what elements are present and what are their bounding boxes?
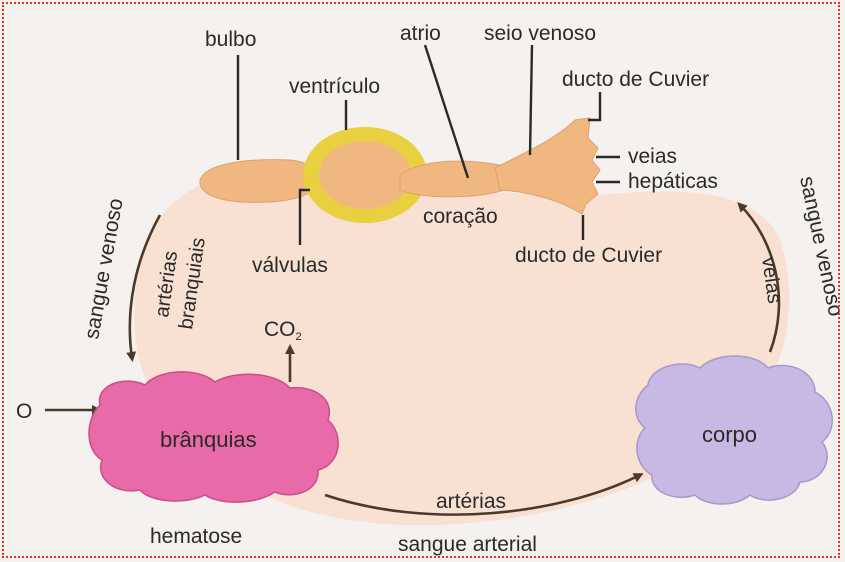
ventriculo-label: ventrículo bbox=[289, 75, 380, 98]
ventricle-shape bbox=[319, 141, 411, 209]
ducto-cuvier-bottom-label: ducto de Cuvier bbox=[515, 244, 662, 267]
corpo-label: corpo bbox=[702, 422, 757, 447]
hepaticas-label: hepáticas bbox=[628, 170, 718, 193]
atrio-label: atrio bbox=[400, 22, 441, 45]
seio-venoso-label: seio venoso bbox=[484, 22, 596, 45]
sangue-venoso-left-label: sangue venoso bbox=[80, 197, 127, 341]
hematose-label: hematose bbox=[150, 525, 242, 548]
o2-label: O bbox=[16, 400, 32, 423]
sangue-venoso-right-label: sangue venoso bbox=[795, 174, 845, 318]
ducto-cuvier-top-leader bbox=[588, 92, 600, 120]
sangue-arterial-label: sangue arterial bbox=[398, 533, 537, 556]
veias-label: veias bbox=[628, 145, 677, 168]
branquias-label: brânquias bbox=[160, 427, 257, 452]
arterias-bottom-label: artérias bbox=[436, 490, 506, 513]
seio-venoso-leader bbox=[530, 45, 532, 155]
bulbo-label: bulbo bbox=[205, 28, 256, 51]
ducto-cuvier-top-label: ducto de Cuvier bbox=[562, 68, 709, 91]
coracao-label: coração bbox=[423, 205, 498, 228]
atrio-leader bbox=[425, 45, 468, 178]
valvulas-label: válvulas bbox=[252, 254, 328, 277]
